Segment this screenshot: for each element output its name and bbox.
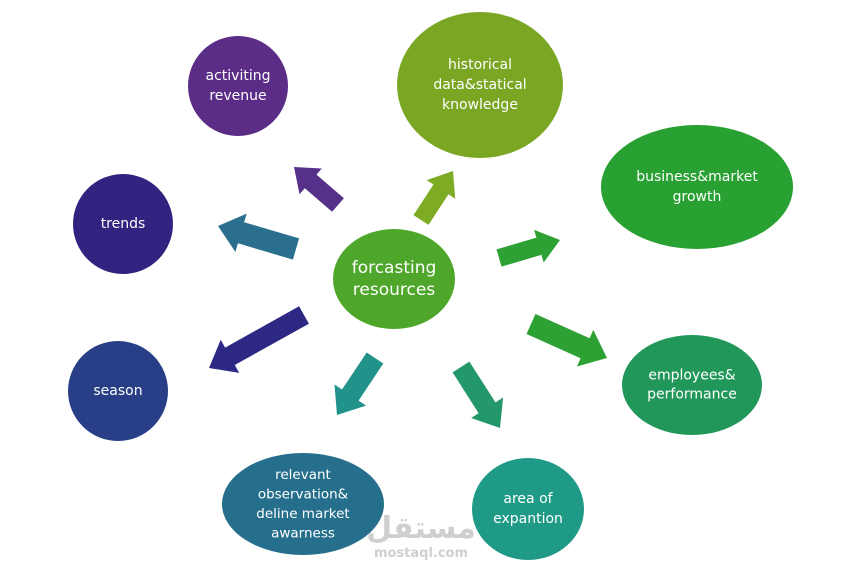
node-business-market-growth-label-line: growth — [673, 189, 722, 205]
node-business-market-growth-shape — [601, 125, 793, 249]
node-employees-performance-label-line: employees& — [648, 368, 735, 384]
node-historical-data: historical data&statical knowledge — [397, 12, 563, 158]
node-area-of-expantion-label-line: area of — [503, 491, 553, 507]
node-season: season — [68, 341, 168, 441]
node-trends: trends — [73, 174, 173, 274]
node-employees-performance-label-line: performance — [647, 387, 737, 403]
node-area-of-expantion-label-line: expantion — [493, 511, 563, 527]
node-season-shape — [68, 341, 168, 441]
watermark-arabic: مستقل — [366, 511, 476, 546]
node-relevant-observation-label-line: deline market — [256, 506, 349, 522]
node-activiting-revenue-label-line: activiting — [206, 68, 271, 84]
arrow-to-activiting-revenue — [294, 167, 344, 212]
node-relevant-observation-label-line: awarness — [271, 525, 335, 541]
node-trends-label-line: trends — [101, 216, 146, 232]
node-trends-shape — [73, 174, 173, 274]
center-node-shape — [333, 229, 455, 329]
node-historical-data-shape — [397, 12, 563, 158]
watermark-latin: mostaql.com — [374, 546, 468, 561]
node-area-of-expantion: area of expantion — [472, 458, 584, 560]
node-relevant-observation-shape — [222, 453, 384, 555]
node-employees-performance-shape — [622, 335, 762, 435]
node-employees-performance: employees&performance — [622, 335, 762, 435]
arrow-to-trends — [218, 213, 300, 260]
arrow-to-relevant-observation — [334, 352, 384, 415]
node-relevant-observation-label-line: relevant — [275, 467, 331, 483]
node-activiting-revenue-label-line: revenue — [209, 88, 266, 104]
node-business-market-growth-label-line: business&market — [636, 169, 758, 185]
arrow-to-area-of-expantion — [452, 361, 504, 428]
node-relevant-observation: relevant observation&deline market awarnes… — [222, 453, 384, 555]
arrow-to-season — [209, 306, 309, 373]
node-historical-data-label-line: data&statical — [433, 77, 526, 93]
node-relevant-observation-label-line: observation& — [258, 486, 349, 502]
node-historical-data-label-line: historical — [448, 57, 512, 73]
node-business-market-growth: business&market growth — [601, 125, 793, 249]
node-activiting-revenue: activiting revenue — [188, 36, 288, 136]
center-node-label-line: forcasting — [352, 258, 437, 278]
arrow-to-business-market-growth — [496, 229, 560, 267]
node-area-of-expantion-shape — [472, 458, 584, 560]
node-activiting-revenue-shape — [188, 36, 288, 136]
arrow-to-historical-data — [413, 171, 456, 225]
node-season-label-line: season — [93, 383, 142, 399]
arrow-to-employees-performance — [526, 314, 607, 367]
node-historical-data-label-line: knowledge — [442, 97, 518, 113]
center-node-label-line: resources — [353, 280, 436, 300]
